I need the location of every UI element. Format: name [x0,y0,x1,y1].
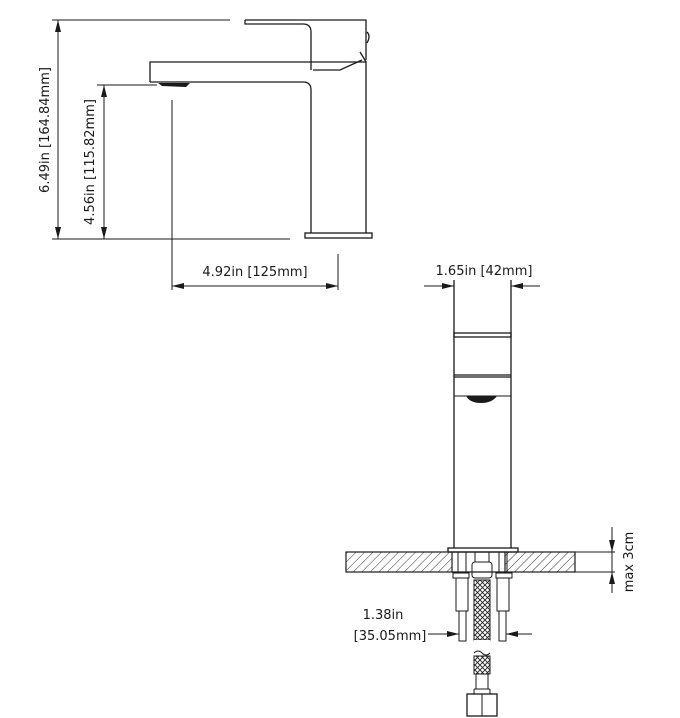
spout-height-dimension: 4.56in [115.82mm] [83,85,107,239]
mounting-shanks [452,551,513,642]
spout-reach-label: 4.92in [125mm] [202,265,307,280]
braided-supply-hose [466,579,498,717]
spout-reach-dimension: 4.92in [125mm] [171,100,339,290]
deck-thickness-dimension: max 3cm [568,527,637,593]
body-width-dimension: 1.65in [42mm] [424,264,540,289]
faucet-front-outline [447,280,519,553]
side-view: 6.49in [164.84mm] 4.56in [115.82mm] [38,19,373,290]
countertop-section [345,551,576,573]
deck-thickness-label: max 3cm [622,532,637,593]
spout-height-label: 4.56in [115.82mm] [83,99,98,225]
total-height-label: 6.49in [164.84mm] [38,67,53,193]
total-height-dimension: 6.49in [164.84mm] [38,20,61,239]
shank-spacing-label-line2: [35.05mm] [354,629,427,644]
faucet-side-outline [149,19,373,239]
front-view: 1.65in [42mm] [345,264,637,717]
shank-spacing-label-line1: 1.38in [363,608,404,623]
body-width-label: 1.65in [42mm] [436,264,533,279]
shank-spacing-dimension: 1.38in [35.05mm] [354,608,532,644]
